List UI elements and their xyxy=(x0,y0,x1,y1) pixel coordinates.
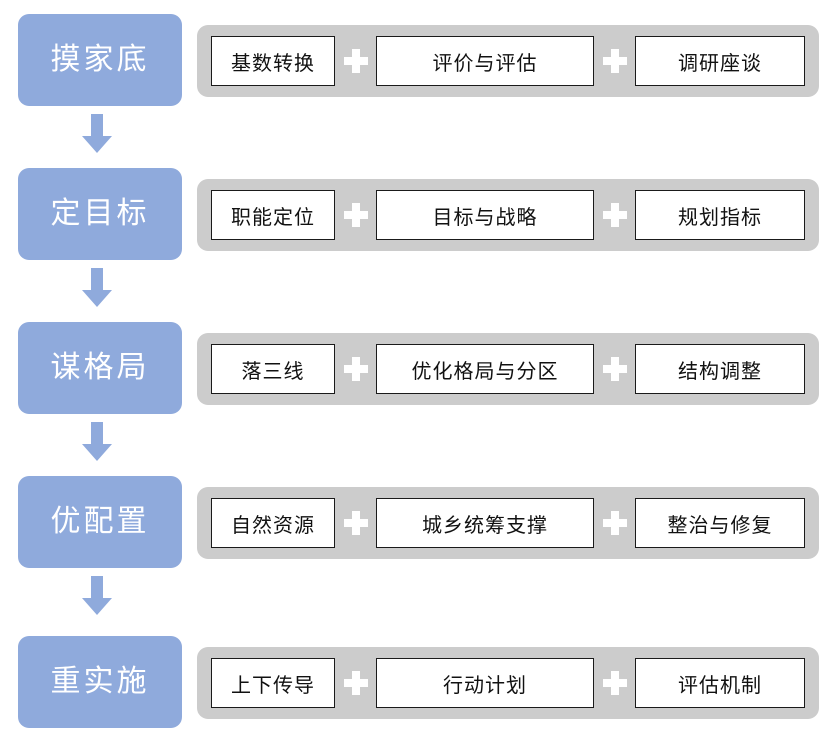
task-box-label-2-1: 职能定位 xyxy=(231,206,315,229)
stage-label-text-2: 定目标 xyxy=(50,197,150,230)
task-box-4-2[interactable]: 城乡统筹支撑 xyxy=(376,498,594,548)
task-box-5-1[interactable]: 上下传导 xyxy=(211,658,335,708)
stage-label-text-5: 重实施 xyxy=(50,665,150,698)
plus-icon xyxy=(343,203,368,227)
plus-icon xyxy=(343,511,368,535)
stage-row-2: 定目标 职能定位 目标与战略 规划指标 xyxy=(0,168,837,260)
task-separator-4-1 xyxy=(335,511,376,535)
plus-icon xyxy=(602,357,627,381)
stage-row-5: 重实施 上下传导 行动计划 评估机制 xyxy=(0,636,837,728)
task-separator-5-2 xyxy=(594,671,635,695)
task-box-2-2[interactable]: 目标与战略 xyxy=(376,190,594,240)
plus-icon xyxy=(602,203,627,227)
plus-icon xyxy=(343,357,368,381)
task-box-label-2-2: 目标与战略 xyxy=(432,206,538,229)
task-separator-4-2 xyxy=(594,511,635,535)
task-separator-1-2 xyxy=(594,49,635,73)
task-box-3-3[interactable]: 结构调整 xyxy=(635,344,805,394)
task-box-label-5-3: 评估机制 xyxy=(678,674,762,697)
task-panel-4: 自然资源 城乡统筹支撑 整治与修复 xyxy=(197,487,819,559)
task-separator-1-1 xyxy=(335,49,376,73)
task-box-label-5-2: 行动计划 xyxy=(443,674,527,697)
task-box-label-5-1: 上下传导 xyxy=(231,674,315,697)
task-separator-2-1 xyxy=(335,203,376,227)
task-box-label-4-3: 整治与修复 xyxy=(667,514,773,537)
task-box-5-3[interactable]: 评估机制 xyxy=(635,658,805,708)
down-arrow-icon xyxy=(82,114,112,153)
down-arrow-icon xyxy=(82,268,112,307)
task-panel-2: 职能定位 目标与战略 规划指标 xyxy=(197,179,819,251)
task-separator-5-1 xyxy=(335,671,376,695)
down-arrow-icon xyxy=(82,422,112,461)
task-box-label-3-1: 落三线 xyxy=(241,360,305,383)
task-box-label-1-2: 评价与评估 xyxy=(432,52,538,75)
task-box-3-1[interactable]: 落三线 xyxy=(211,344,335,394)
task-box-3-2[interactable]: 优化格局与分区 xyxy=(376,344,594,394)
task-panel-3: 落三线 优化格局与分区 结构调整 xyxy=(197,333,819,405)
stage-row-1: 摸家底 基数转换 评价与评估 调研座谈 xyxy=(0,14,837,106)
stage-label-text-4: 优配置 xyxy=(50,505,150,538)
stage-label-text-3: 谋格局 xyxy=(50,351,150,384)
down-arrow-icon xyxy=(82,576,112,615)
stage-label-1[interactable]: 摸家底 xyxy=(18,14,182,106)
task-box-label-4-2: 城乡统筹支撑 xyxy=(422,514,548,537)
stage-row-4: 优配置 自然资源 城乡统筹支撑 整治与修复 xyxy=(0,476,837,568)
connector-arrow-3 xyxy=(81,422,113,462)
task-panel-5: 上下传导 行动计划 评估机制 xyxy=(197,647,819,719)
task-panel-1: 基数转换 评价与评估 调研座谈 xyxy=(197,25,819,97)
task-box-2-3[interactable]: 规划指标 xyxy=(635,190,805,240)
task-box-label-3-3: 结构调整 xyxy=(678,360,762,383)
task-separator-3-1 xyxy=(335,357,376,381)
task-separator-2-2 xyxy=(594,203,635,227)
stage-label-text-1: 摸家底 xyxy=(50,43,150,76)
task-box-4-1[interactable]: 自然资源 xyxy=(211,498,335,548)
task-box-label-4-1: 自然资源 xyxy=(231,514,315,537)
task-box-1-1[interactable]: 基数转换 xyxy=(211,36,335,86)
task-box-label-1-3: 调研座谈 xyxy=(678,52,762,75)
stage-row-3: 谋格局 落三线 优化格局与分区 结构调整 xyxy=(0,322,837,414)
plus-icon xyxy=(602,511,627,535)
task-box-1-2[interactable]: 评价与评估 xyxy=(376,36,594,86)
task-box-label-1-1: 基数转换 xyxy=(231,52,315,75)
stage-label-5[interactable]: 重实施 xyxy=(18,636,182,728)
plus-icon xyxy=(602,49,627,73)
task-box-5-2[interactable]: 行动计划 xyxy=(376,658,594,708)
plus-icon xyxy=(602,671,627,695)
task-box-2-1[interactable]: 职能定位 xyxy=(211,190,335,240)
connector-arrow-4 xyxy=(81,576,113,616)
task-box-label-2-3: 规划指标 xyxy=(678,206,762,229)
task-box-4-3[interactable]: 整治与修复 xyxy=(635,498,805,548)
stage-label-3[interactable]: 谋格局 xyxy=(18,322,182,414)
connector-arrow-2 xyxy=(81,268,113,308)
stage-label-2[interactable]: 定目标 xyxy=(18,168,182,260)
stage-label-4[interactable]: 优配置 xyxy=(18,476,182,568)
task-box-label-3-2: 优化格局与分区 xyxy=(411,360,559,383)
task-box-1-3[interactable]: 调研座谈 xyxy=(635,36,805,86)
plus-icon xyxy=(343,671,368,695)
task-separator-3-2 xyxy=(594,357,635,381)
plus-icon xyxy=(343,49,368,73)
connector-arrow-1 xyxy=(81,114,113,154)
